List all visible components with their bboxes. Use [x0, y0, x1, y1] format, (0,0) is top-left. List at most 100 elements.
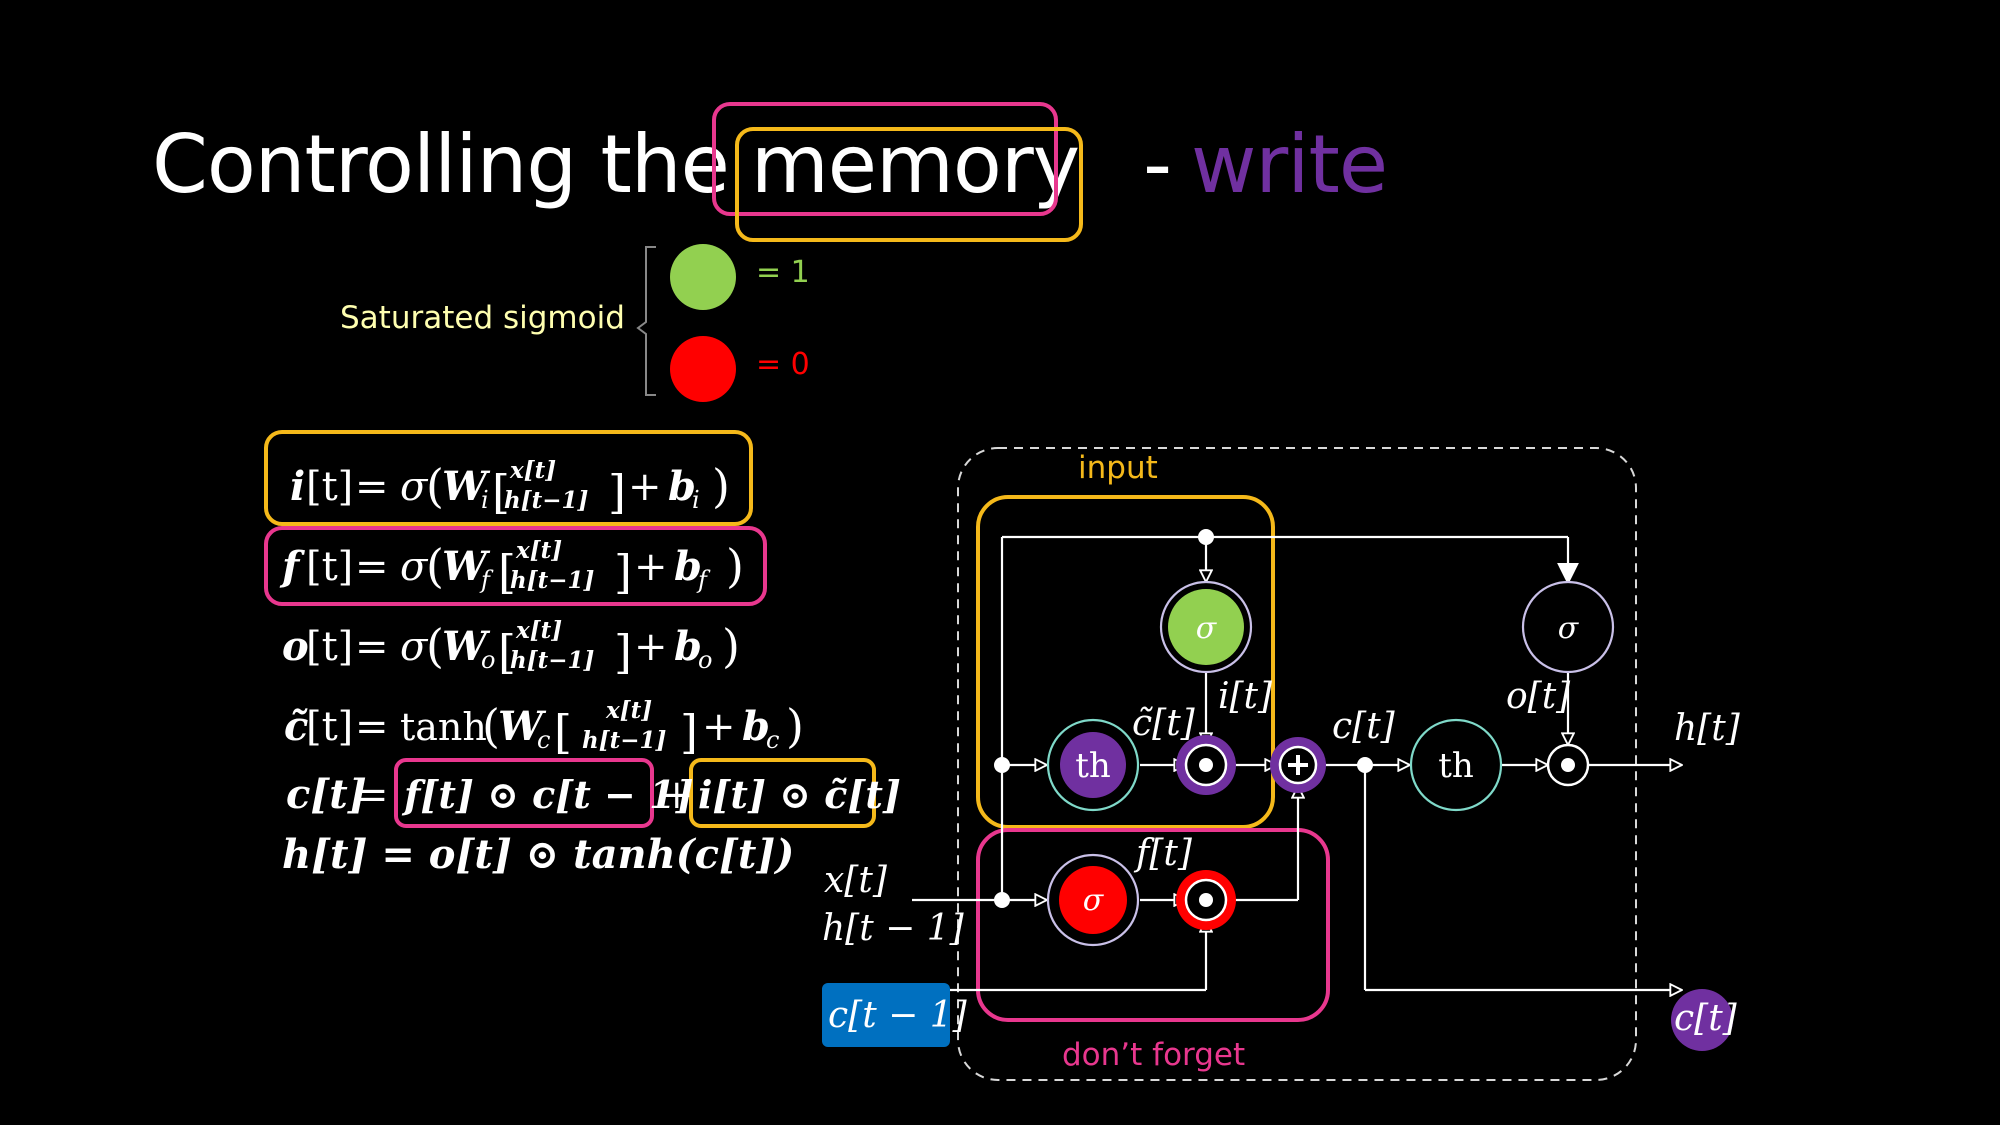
eq-i-h: h[t−1]	[504, 487, 588, 514]
equation-f: f [t] = σ ( W f [ x[t] h[t−1] ] + b f )	[279, 537, 744, 599]
label-ct1: c[t − 1]	[828, 995, 968, 1036]
eq-o-w: W	[442, 623, 491, 670]
svg-text:): )	[726, 539, 744, 593]
input-gate-box	[976, 495, 1275, 829]
svg-text:th: th	[1075, 746, 1111, 786]
eq-c-x: x[t]	[605, 697, 652, 724]
eq-f-b: b	[674, 543, 702, 590]
eq-f-h: h[t−1]	[510, 567, 594, 594]
eq-o-bs: o	[698, 646, 712, 674]
eq-cell-plus: +	[660, 772, 694, 818]
equation-hidden: h[t] = o[t] ⊙ tanh(c[t])	[282, 831, 794, 878]
svg-text:[: [	[498, 545, 516, 599]
svg-text:σ: σ	[1196, 611, 1218, 646]
equation-i: i [t] = σ ( W i [ x[t] h[t−1] ] + b i )	[290, 457, 730, 519]
eq-o-ws: o	[481, 646, 495, 674]
svg-text:th: th	[1438, 746, 1474, 786]
svg-text:): )	[712, 459, 730, 513]
eq-i-ws: i	[481, 486, 489, 514]
saturated-sigmoid-label: Saturated sigmoid	[340, 300, 625, 336]
cell-add-node	[1270, 737, 1326, 793]
equation-o: o [t] = σ ( W o [ x[t] h[t−1] ] + b o )	[282, 617, 740, 679]
sigmoid-one-label: = 1	[756, 255, 810, 290]
label-ct-out: c[t]	[1674, 998, 1738, 1039]
output-sigmoid-node: σ	[1521, 580, 1615, 674]
junction-dots	[994, 529, 1373, 908]
equation-ctilde: c̃ [t] = tanh ( W c [ x[t] h[t−1] ] + b …	[284, 697, 804, 759]
eq-c-w: W	[498, 703, 547, 750]
output-tanh-node: th	[1409, 718, 1503, 812]
eq-i-sigma: σ	[400, 464, 429, 510]
eq-c-b: b	[742, 703, 770, 750]
svg-text:): )	[722, 619, 740, 673]
eq-o-sigma: σ	[400, 624, 429, 670]
svg-text:σ: σ	[1558, 611, 1580, 646]
title-gold-box	[735, 127, 1083, 242]
eq-o-h: h[t−1]	[510, 647, 594, 674]
label-ctilde: c̃[t]	[1132, 703, 1196, 744]
eq-cell-lhs: c[t]	[286, 771, 367, 818]
input-gate-label: input	[1078, 450, 1158, 486]
input-sigmoid-node: σ	[1159, 580, 1253, 674]
eq-c-tanh: tanh	[400, 705, 487, 749]
forget-multiply-node	[1176, 870, 1236, 930]
eq-f-w: W	[442, 543, 491, 590]
svg-text:[: [	[554, 705, 572, 759]
eq-c-forget-box	[394, 758, 654, 828]
eq-f-sigma: σ	[400, 544, 429, 590]
cell-output-circle	[1671, 989, 1733, 1051]
eq-cell-input: i[t] ⊙ c̃[t]	[698, 772, 901, 817]
label-ft: f[t]	[1133, 833, 1193, 874]
svg-text:(: (	[426, 619, 444, 673]
forget-gate-box	[976, 828, 1330, 1022]
svg-text:(: (	[426, 539, 444, 593]
svg-text:]: ]	[614, 625, 632, 679]
eq-c-lhs: c̃	[284, 703, 308, 750]
title-write: write	[1190, 118, 1388, 211]
eq-c-bs: c	[766, 726, 779, 754]
eq-i-t: [t]	[306, 464, 353, 510]
eq-f-box	[264, 526, 767, 606]
eq-f-plus: +	[634, 544, 668, 590]
eq-o-b: b	[674, 623, 702, 670]
eq-c-plus: +	[702, 704, 736, 750]
title-pink-box	[712, 102, 1058, 216]
eq-o-plus: +	[634, 624, 668, 670]
prev-cell-box	[822, 983, 950, 1047]
eq-f-eq: =	[355, 544, 389, 590]
svg-text:(: (	[426, 459, 444, 513]
svg-text:σ: σ	[1083, 883, 1105, 918]
sigmoid-one-dot	[670, 244, 736, 310]
eq-c-h: h[t−1]	[582, 727, 666, 754]
sigmoid-zero-dot	[670, 336, 736, 402]
eq-f-t: [t]	[306, 544, 353, 590]
title-part1: Controlling the	[152, 118, 730, 211]
label-ct: c[t]	[1332, 706, 1396, 747]
label-xt: x[t]	[824, 860, 888, 901]
eq-i-lhs: i	[290, 463, 305, 510]
forget-sigmoid-node: σ	[1046, 853, 1140, 947]
input-tanh-node: th	[1046, 718, 1140, 812]
eq-c-eq: =	[355, 704, 389, 750]
svg-text:(: (	[482, 699, 500, 753]
svg-text:]: ]	[614, 545, 632, 599]
eq-c-ws: c	[537, 726, 550, 754]
eq-i-box	[264, 430, 753, 526]
eq-i-b: b	[668, 463, 696, 510]
label-ht1: h[t − 1]	[822, 908, 965, 949]
eq-i-plus: +	[628, 464, 662, 510]
svg-text:): )	[786, 699, 804, 753]
output-multiply-node	[1546, 743, 1590, 787]
eq-o-lhs: o	[282, 623, 309, 670]
label-it: i[t]	[1218, 676, 1273, 717]
sigmoid-zero-label: = 0	[756, 347, 810, 382]
forget-gate-label: don’t forget	[1062, 1037, 1245, 1073]
eq-c-t: [t]	[306, 704, 353, 750]
label-ot: o[t]	[1506, 676, 1571, 717]
svg-text:]: ]	[680, 705, 698, 759]
equation-cell: c[t] = f[t] ⊙ c[t − 1] + i[t] ⊙ c̃[t]	[286, 771, 901, 818]
svg-text:[: [	[498, 625, 516, 679]
eq-i-bs: i	[692, 486, 700, 514]
